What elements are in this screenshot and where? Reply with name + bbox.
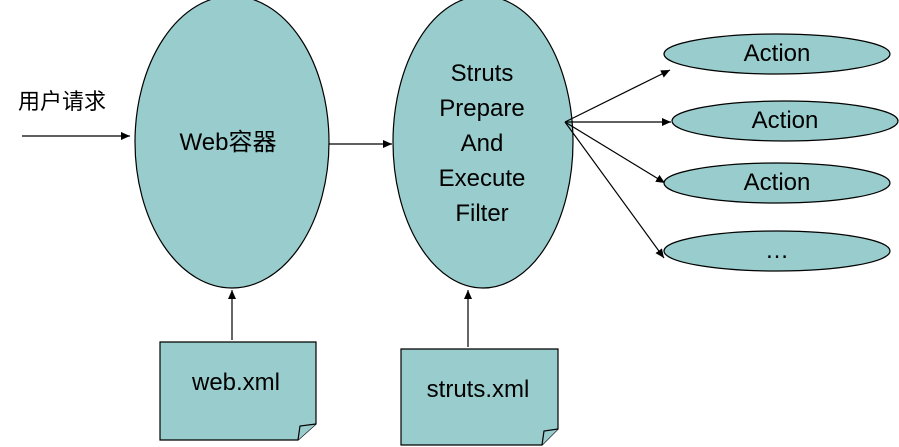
filter-label-line-4: Execute	[439, 165, 526, 192]
filter-label-line-3: And	[461, 130, 504, 157]
filter-label-line-2: Prepare	[439, 95, 524, 122]
action-node-3	[663, 162, 891, 204]
filter-label-line-5: Filter	[455, 200, 508, 227]
struts-filter-node	[392, 0, 574, 289]
web-xml-label: web.xml	[191, 369, 280, 396]
web-container-label: Web容器	[180, 129, 277, 156]
filter-to-action-1-arrow	[564, 69, 671, 123]
action-label-1: Action	[744, 40, 811, 67]
web-container-node	[134, 0, 330, 289]
action-label-2: Action	[752, 107, 819, 134]
action-label-3: Action	[744, 169, 811, 196]
struts-xml-label: struts.xml	[427, 376, 530, 403]
filter-to-more-arrow	[564, 121, 665, 259]
web-xml-fold	[297, 423, 317, 441]
filter-to-action-3-arrow	[564, 121, 666, 184]
struts-xml-fold	[541, 428, 559, 446]
more-actions-node	[663, 230, 891, 272]
more-actions-label: …	[765, 237, 789, 264]
user-request-label: 用户请求	[18, 90, 106, 115]
action-node-1	[663, 33, 891, 75]
action-node-2	[671, 100, 899, 142]
filter-label-line-1: Struts	[451, 60, 514, 87]
